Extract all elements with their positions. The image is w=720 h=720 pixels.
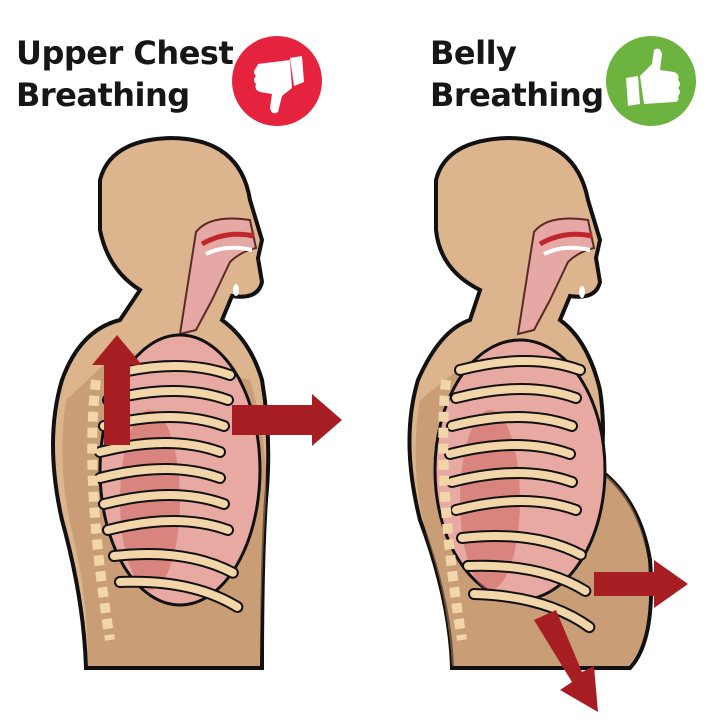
title-line-2: Breathing [16, 76, 190, 114]
belly-breathing-title: Belly Breathing [430, 32, 604, 116]
belly-breathing-figure [407, 135, 688, 712]
thumbs-up-icon [626, 48, 680, 106]
thumbs-down-icon [254, 56, 304, 114]
thumbs-down-badge [232, 36, 322, 126]
up-arrow-icon [92, 335, 142, 445]
forward-chest-arrow-icon [232, 394, 342, 446]
thumbs-up-badge [606, 36, 696, 126]
upper-chest-breathing-title: Upper Chest Breathing [16, 32, 234, 116]
down-belly-arrow-icon [534, 610, 598, 712]
forward-belly-arrow-icon [594, 560, 688, 608]
title-line-1: Upper Chest [16, 34, 234, 72]
title-line-1: Belly [430, 34, 517, 72]
title-line-2: Breathing [430, 76, 604, 114]
upper-chest-figure [51, 135, 342, 670]
